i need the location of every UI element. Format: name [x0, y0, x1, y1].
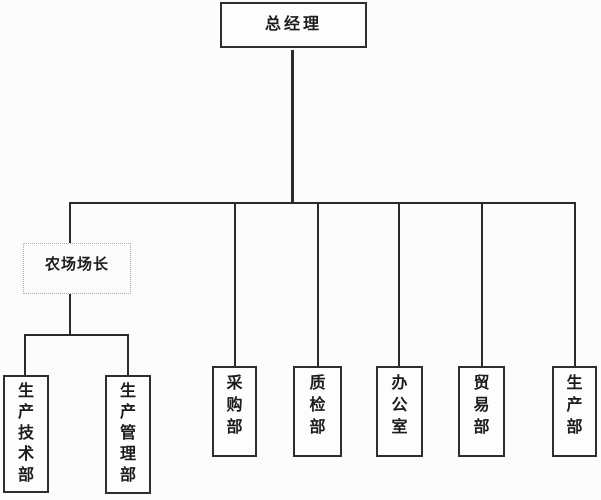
trade-dept-label: 贸易部 — [473, 375, 490, 436]
production-tech-dept-label: 生产技术部 — [17, 383, 34, 484]
org-node-quality-dept: 质检部 — [293, 366, 342, 457]
connector-farm-horizontal — [24, 334, 129, 336]
connector-drop-quality — [317, 202, 319, 366]
org-node-production-dept: 生产部 — [552, 366, 597, 457]
org-node-production-tech-dept: 生产技术部 — [3, 375, 49, 493]
org-node-purchasing-dept: 采购部 — [212, 366, 257, 457]
connector-drop-prod-tech — [24, 334, 26, 375]
org-node-office: 办公室 — [376, 366, 423, 457]
connector-drop-production — [574, 202, 576, 366]
connector-farm-down — [69, 294, 71, 335]
connector-drop-purchasing — [234, 202, 236, 366]
connector-drop-trade — [481, 202, 483, 366]
production-mgmt-dept-label: 生产管理部 — [119, 383, 136, 484]
org-node-general-manager: 总经理 — [220, 2, 367, 48]
connector-drop-prod-mgmt — [127, 334, 129, 375]
connector-root-vertical — [291, 50, 294, 203]
quality-dept-label: 质检部 — [309, 375, 326, 436]
production-dept-label: 生产部 — [566, 375, 583, 436]
connector-drop-farm-director — [69, 202, 71, 243]
farm-director-label: 农场场长 — [44, 256, 109, 273]
org-node-farm-director: 农场场长 — [23, 243, 131, 294]
org-node-production-mgmt-dept: 生产管理部 — [105, 375, 151, 494]
org-node-trade-dept: 贸易部 — [458, 366, 505, 457]
connector-drop-office — [398, 202, 400, 366]
purchasing-dept-label: 采购部 — [226, 375, 243, 436]
general-manager-label: 总经理 — [264, 16, 322, 33]
office-label: 办公室 — [391, 375, 408, 436]
connector-main-horizontal — [69, 202, 576, 204]
